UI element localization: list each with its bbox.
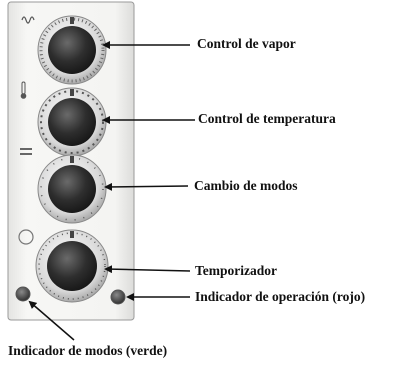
mode-selector-knob[interactable]: [37, 154, 107, 224]
thermometer-icon: [20, 81, 27, 99]
label-mode-selector: Cambio de modos: [194, 178, 298, 193]
mode-selector-arrow: [104, 182, 189, 191]
label-operation-indicator: Indicador de operación (rojo): [195, 289, 366, 304]
temperature-control-knob[interactable]: [37, 87, 107, 157]
steam-control-knob[interactable]: [37, 15, 107, 85]
timer-arrow: [104, 265, 191, 274]
operation-indicator-lamp: [110, 289, 126, 305]
label-timer: Temporizador: [195, 263, 277, 278]
label-temperature-control: Control de temperatura: [198, 111, 336, 126]
timer-knob[interactable]: [35, 229, 109, 303]
label-mode-indicator: Indicador de modos (verde): [8, 343, 168, 358]
label-steam-control: Control de vapor: [197, 36, 296, 51]
mode-indicator-arrow: [28, 300, 75, 341]
timer-circle-icon: [18, 229, 34, 245]
steam-icon: [21, 16, 35, 24]
mode-bars-icon: [20, 148, 32, 155]
mode-indicator-lamp: [15, 286, 31, 302]
